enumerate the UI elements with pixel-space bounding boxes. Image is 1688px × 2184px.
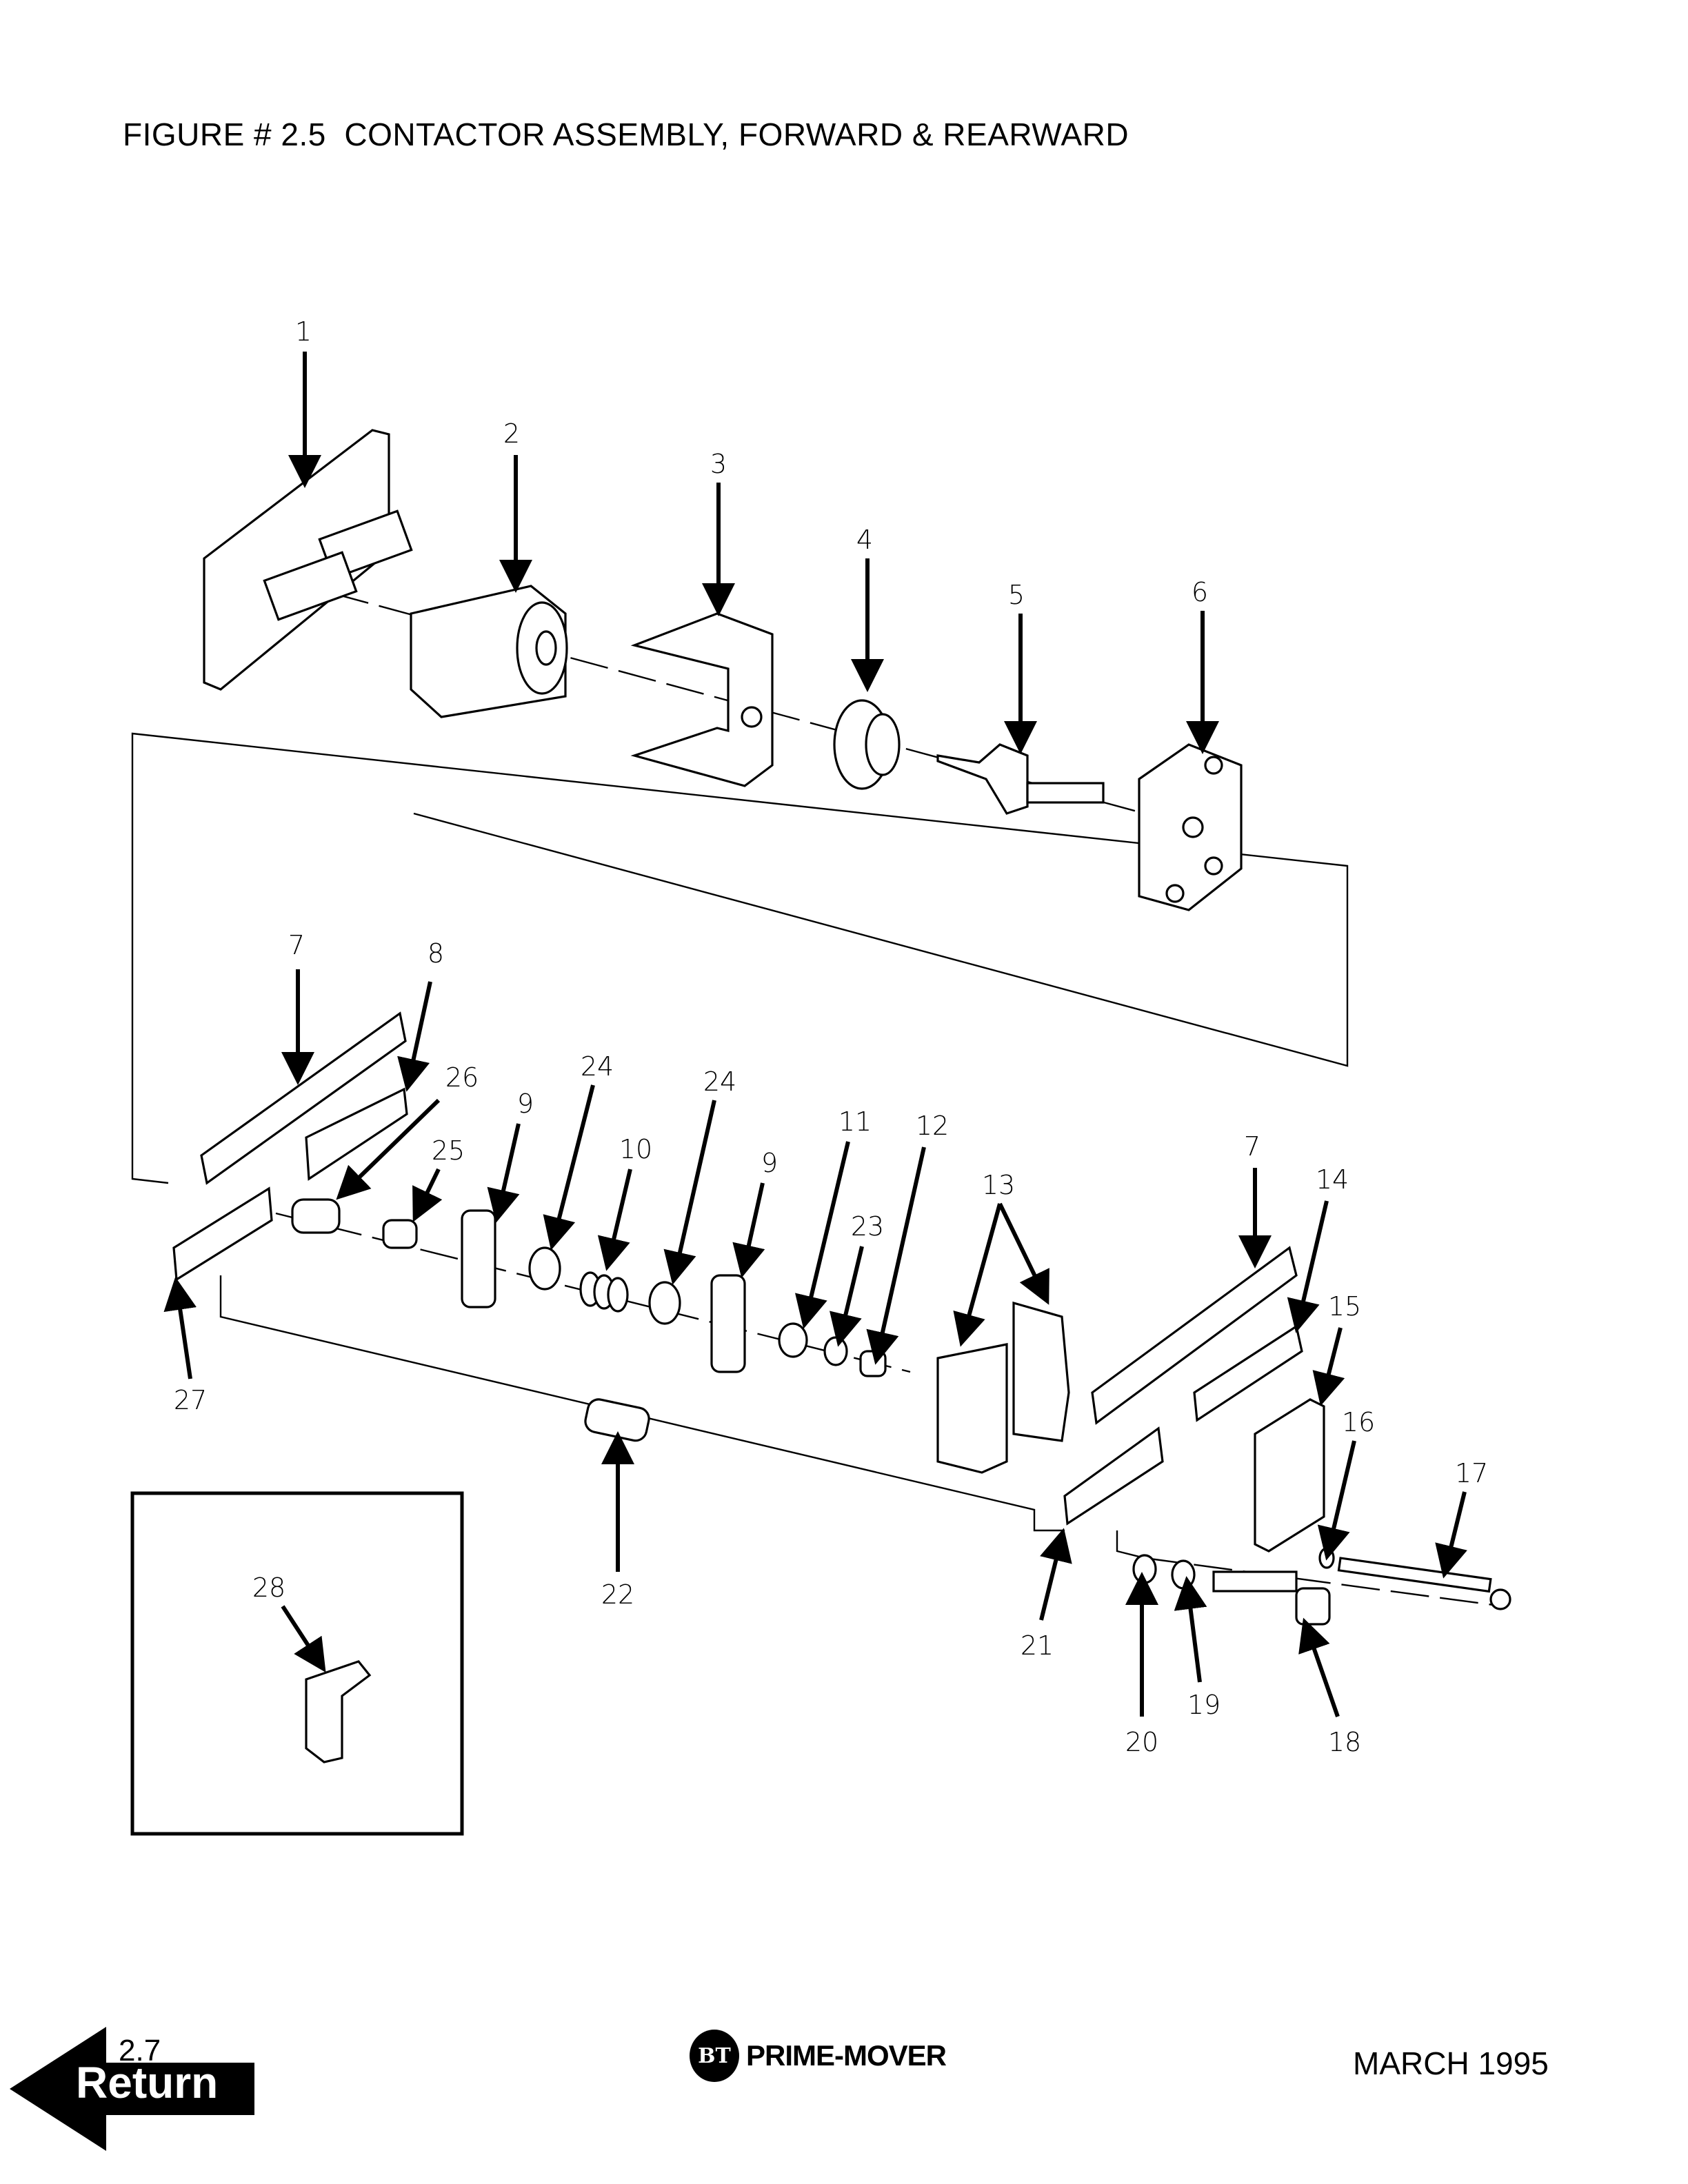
part-22-spacer [584, 1398, 650, 1442]
callout-9: 9 [517, 1089, 534, 1119]
callout-7: 7 [288, 930, 305, 960]
part-9-contact-plate-2 [710, 1274, 746, 1373]
callout-4: 4 [856, 525, 873, 555]
callout-5: 5 [1008, 580, 1025, 610]
callout-24: 24 [581, 1051, 614, 1082]
part-27-contact-bar [172, 1186, 273, 1282]
part-19-lockwasher [1171, 1559, 1196, 1590]
callout-8: 8 [428, 938, 444, 969]
part-9-contact-plate [461, 1209, 496, 1308]
callout-7b: 7 [1244, 1131, 1260, 1162]
callout-21: 21 [1021, 1630, 1054, 1661]
callout-1: 1 [295, 316, 312, 347]
callout-14: 14 [1316, 1164, 1349, 1195]
part-14-contact-bar [1193, 1324, 1303, 1422]
part-2-coil [410, 585, 568, 718]
logo-badge: BT [690, 2030, 739, 2082]
part-3-bracket [630, 612, 774, 787]
part-25-bushing [382, 1219, 418, 1249]
return-label: Return [76, 2058, 219, 2107]
left-arrow-icon [10, 2027, 254, 2151]
callout-27: 27 [174, 1385, 207, 1415]
part-23-washer [823, 1336, 848, 1366]
callout-15: 15 [1328, 1291, 1361, 1322]
callout-17: 17 [1455, 1458, 1488, 1488]
part-18-bolt [1212, 1570, 1331, 1626]
callout-3: 3 [710, 449, 727, 479]
callout-20: 20 [1125, 1727, 1158, 1757]
part-7-contact-bar-left [200, 1011, 407, 1185]
return-button[interactable]: Return [10, 2027, 258, 2151]
publication-date: MARCH 1995 [1353, 2045, 1549, 2081]
part-21-contact-bar [1063, 1426, 1164, 1526]
page-number: 2.7 [119, 2034, 161, 2067]
callout-25: 25 [432, 1135, 465, 1166]
callout-10: 10 [619, 1134, 652, 1164]
part-12-nut [859, 1350, 887, 1377]
part-13-contact-tips [936, 1301, 1070, 1474]
part-7-contact-bar-right [1091, 1246, 1298, 1425]
figure-title: FIGURE # 2.5 CONTACTOR ASSEMBLY, FORWARD… [123, 117, 1129, 152]
callout-11: 11 [838, 1106, 872, 1137]
callout-16: 16 [1342, 1407, 1375, 1437]
callout-9b: 9 [761, 1148, 778, 1178]
part-6-contact-block [1138, 743, 1243, 911]
part-5-plunger [936, 743, 1105, 815]
centerline-lower [1144, 1557, 1504, 1608]
part-28-terminal [305, 1660, 372, 1763]
part-24-washer-2 [648, 1281, 681, 1325]
callout-18: 18 [1328, 1727, 1361, 1757]
part-1-mounting-plate [203, 429, 413, 691]
bt-prime-mover-logo: BT PRIME-MOVER [690, 2030, 947, 2082]
callout-19: 19 [1187, 1690, 1220, 1720]
part-26-bushing [291, 1198, 341, 1234]
part-20-washer [1132, 1554, 1157, 1584]
callout-24b: 24 [703, 1066, 736, 1097]
assembly-outline-lower-2 [1116, 1530, 1145, 1559]
part-24-washer [528, 1246, 561, 1291]
part-11-washer [778, 1322, 808, 1358]
callout-6: 6 [1192, 577, 1208, 607]
part-10-spring [579, 1271, 629, 1313]
callout-arrows [163, 352, 1467, 1717]
callout-26: 26 [445, 1062, 479, 1093]
callout-12: 12 [916, 1111, 949, 1141]
part-8-contact-bar [305, 1087, 408, 1181]
assembly-outline-upper [131, 732, 1349, 1184]
part-4-spring-cup [833, 699, 901, 790]
callout-22: 22 [601, 1579, 634, 1610]
callout-23: 23 [851, 1211, 884, 1242]
part-15-cover-plate [1254, 1398, 1325, 1553]
inset-box [130, 1491, 464, 1836]
callout-2: 2 [503, 418, 520, 449]
brand-name: PRIME-MOVER [746, 2039, 947, 2072]
part-17-screw [1337, 1557, 1511, 1610]
callout-13: 13 [982, 1170, 1015, 1200]
callout-28: 28 [252, 1573, 285, 1603]
